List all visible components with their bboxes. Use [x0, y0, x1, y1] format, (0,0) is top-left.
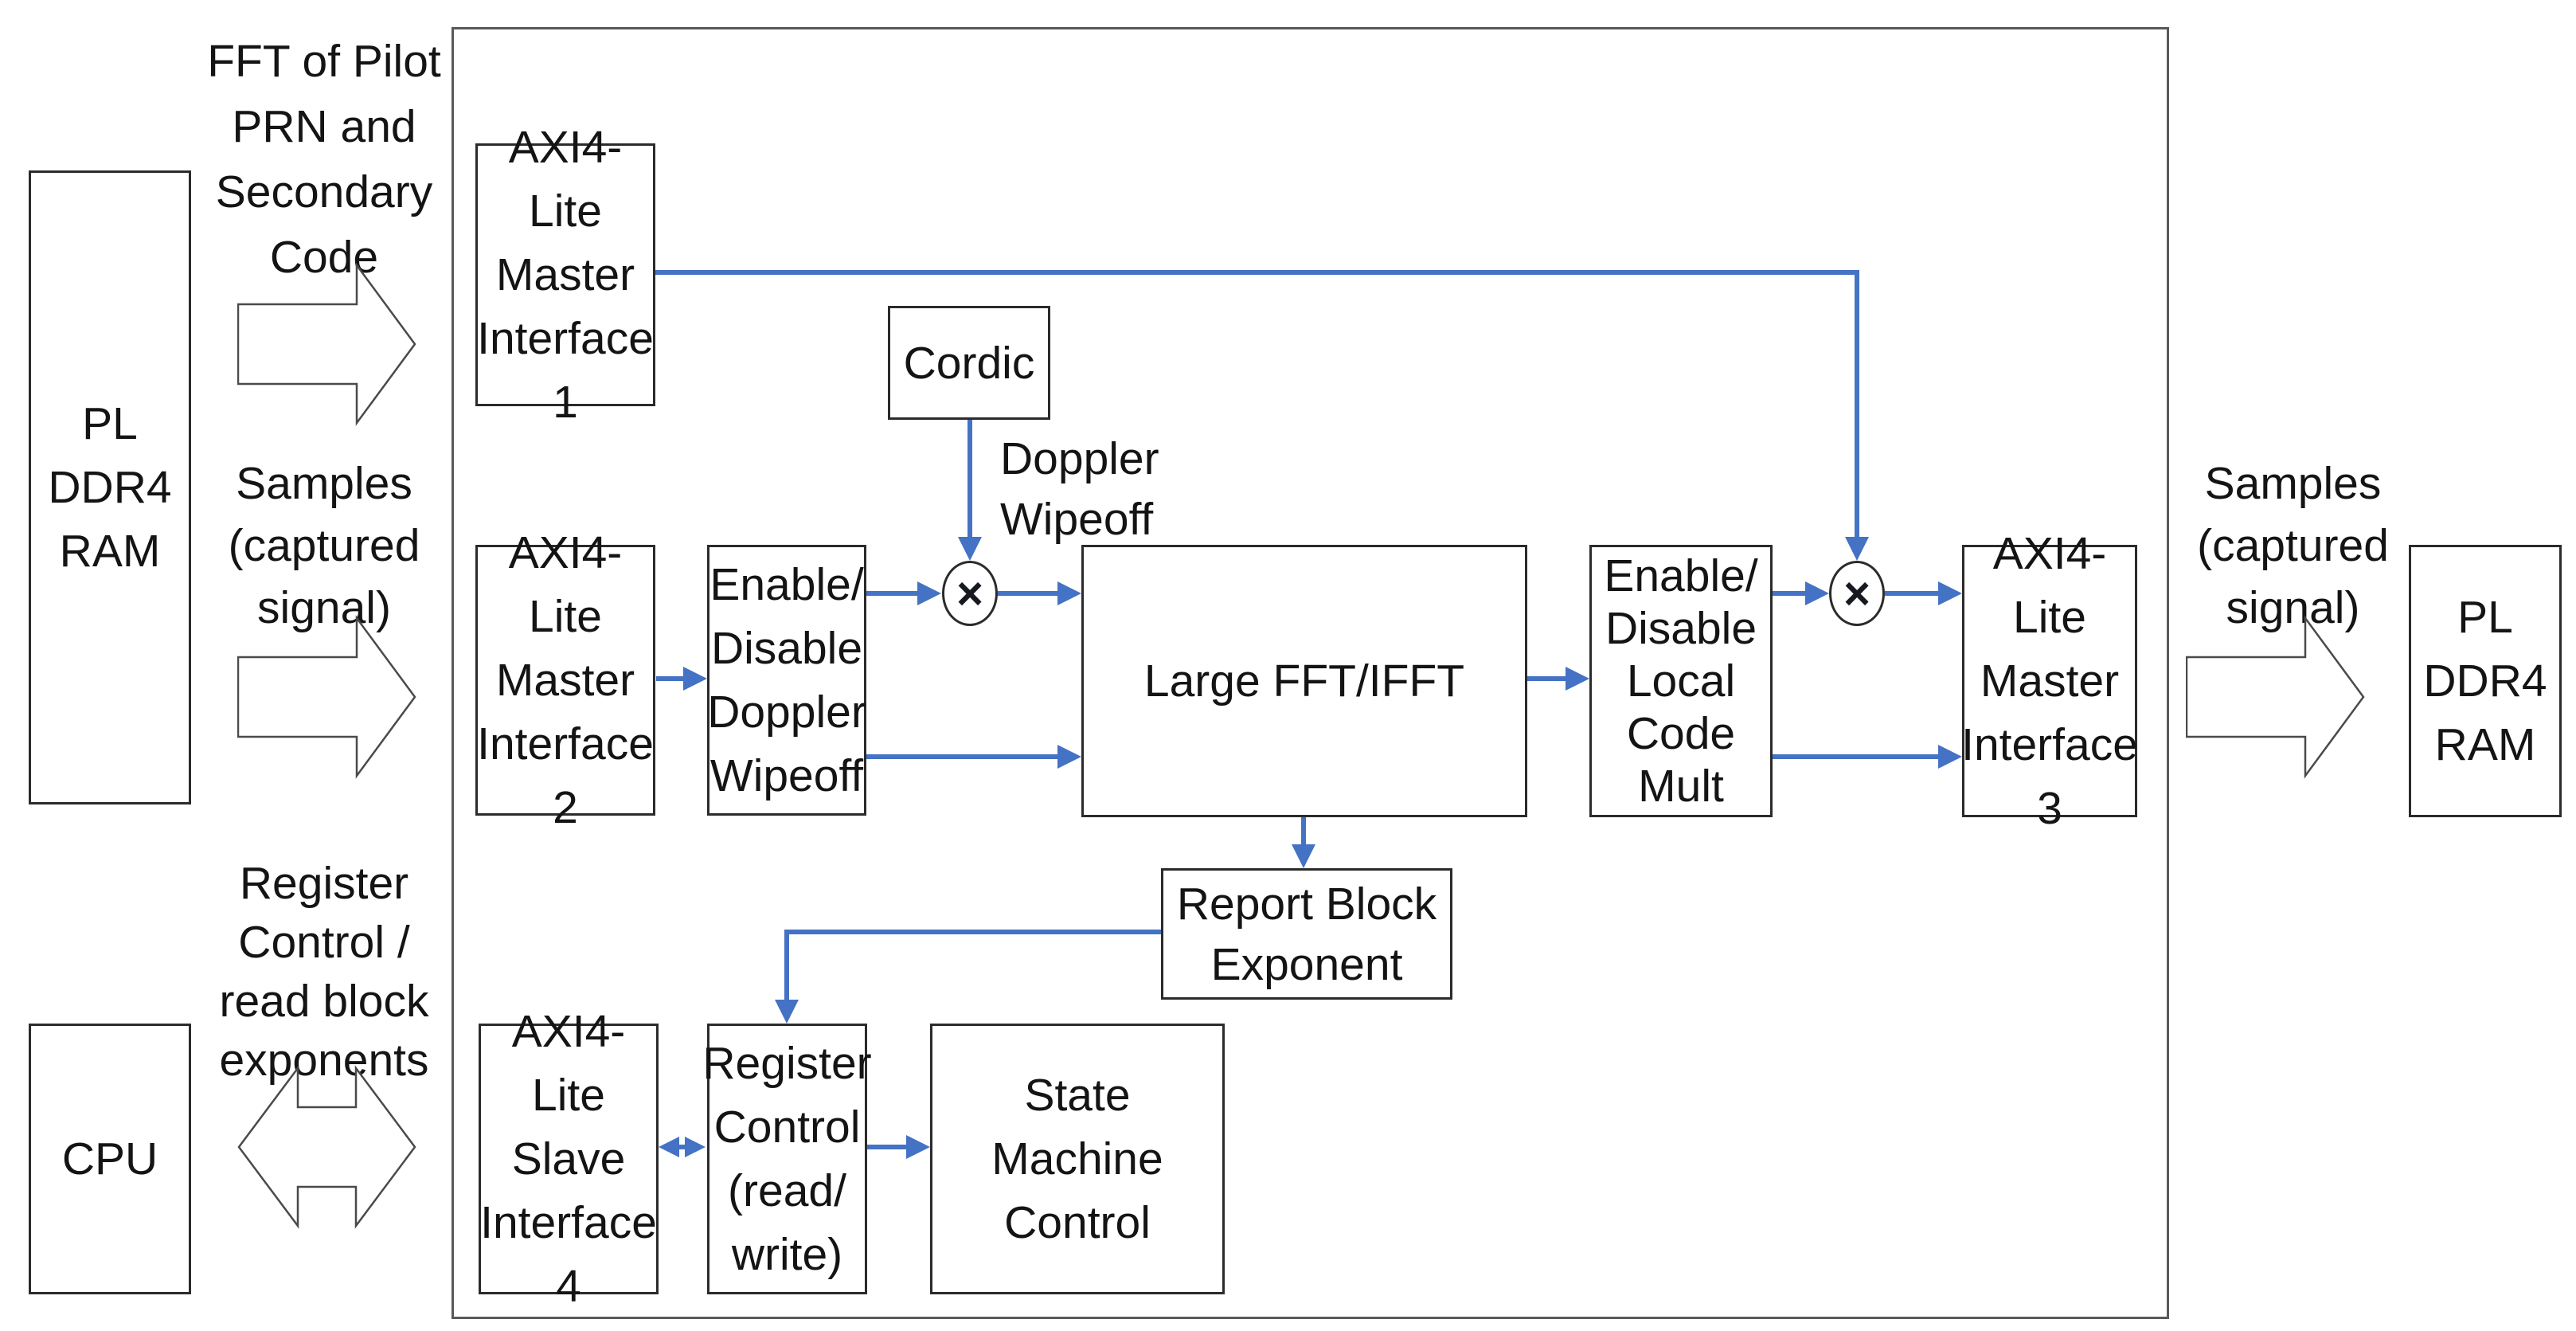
arrowhead-into-statemachine — [906, 1135, 930, 1159]
block-axi4-lite-master-interface-2: AXI4-Lite Master Interface 2 — [475, 527, 655, 833]
arrowhead-into-interface3-upper — [1938, 581, 1962, 605]
connector-regctrl-to-statemachine — [867, 1145, 909, 1149]
block-enable-disable-doppler-wipeoff: Enable/ Disable Doppler Wipeoff — [707, 545, 866, 816]
connector-doppler-to-largefft-lower — [866, 754, 1059, 759]
arrowhead-into-mult2-top — [1845, 537, 1869, 561]
block-enable-disable-local-code-mult: Enable/ Disable Local Code Mult — [1589, 545, 1773, 817]
label-fft-of-pilot-prn: FFT of Pilot PRN and Secondary Code — [207, 36, 441, 283]
block-large-fft-ifft: Large FFT/IFFT — [1081, 545, 1527, 817]
connector-localcode-to-mult2 — [1773, 591, 1808, 596]
multiplier-node-local-code: × — [1829, 561, 1885, 626]
connector-slave4-regctrl — [676, 1145, 689, 1149]
label-register-control-read-block: Register Control / read block exponents — [219, 858, 429, 1086]
arrowhead-into-slave4 — [659, 1137, 679, 1157]
hollow-arrow-cpu-bidirectional — [237, 1065, 416, 1229]
arrowhead-into-mult2-left — [1805, 581, 1829, 605]
arrowhead-into-regctrl-top — [775, 1000, 799, 1024]
arrowhead-into-interface3-lower — [1938, 745, 1962, 769]
hollow-arrow-fft-pilot — [237, 262, 416, 426]
arrowhead-into-mult1-top — [958, 537, 982, 561]
connector-largefft-to-localcode — [1527, 676, 1567, 681]
arrowhead-into-largefft-upper — [1057, 581, 1081, 605]
connector-cordic-to-mult1 — [967, 420, 972, 537]
connector-mult2-to-interface3 — [1885, 591, 1940, 596]
label-samples-captured-right: Samples (captured signal) — [2197, 458, 2389, 633]
block-report-block-exponent: Report Block Exponent — [1161, 868, 1452, 1000]
arrowhead-into-largefft-lower — [1057, 745, 1081, 769]
connector-doppler-to-mult1 — [866, 591, 919, 596]
block-axi4-lite-master-interface-3: AXI4-Lite Master Interface 3 — [1961, 528, 2138, 834]
connector-mult1-to-largefft — [998, 591, 1059, 596]
multiplier-node-doppler: × — [942, 561, 998, 626]
hollow-arrow-samples-right — [2186, 615, 2365, 779]
block-axi4-lite-slave-interface-4: AXI4-Lite Slave Interface 4 — [479, 1006, 659, 1312]
block-cpu: CPU — [29, 1024, 191, 1294]
label-doppler-wipeoff: Doppler Wipeoff — [1000, 433, 1159, 545]
block-axi4-lite-master-interface-1: AXI4-Lite Master Interface 1 — [475, 122, 655, 428]
arrowhead-into-mult1-left — [917, 581, 941, 605]
arrowhead-into-localcode — [1566, 667, 1589, 691]
arrowhead-into-doppler-block — [683, 667, 707, 691]
connector-reportblock-to-regctrl-horizontal — [784, 930, 1161, 934]
block-pl-ddr4-ram-right: PL DDR4 RAM — [2409, 545, 2562, 817]
block-register-control-read-write: Register Control (read/ write) — [702, 1024, 872, 1294]
fpga-container-outline — [451, 27, 2169, 1319]
connector-interface1-to-mult2-vertical — [1855, 270, 1859, 537]
connector-interface1-to-mult2-horizontal — [655, 270, 1859, 275]
arrowhead-into-reportblock — [1292, 844, 1315, 868]
connector-largefft-to-reportblock — [1301, 817, 1306, 846]
block-cordic: Cordic — [888, 306, 1050, 420]
connector-localcode-to-interface3-lower — [1773, 754, 1940, 759]
connector-reportblock-to-regctrl-vertical — [784, 930, 789, 1005]
block-state-machine-control: State Machine Control — [930, 1024, 1225, 1294]
hollow-arrow-samples-left — [237, 615, 416, 779]
label-samples-captured-left: Samples (captured signal) — [228, 458, 420, 633]
connector-interface2-to-doppler — [656, 676, 685, 681]
block-pl-ddr4-ram-left: PL DDR4 RAM — [29, 170, 191, 804]
arrowhead-into-regctrl-left — [685, 1137, 706, 1157]
